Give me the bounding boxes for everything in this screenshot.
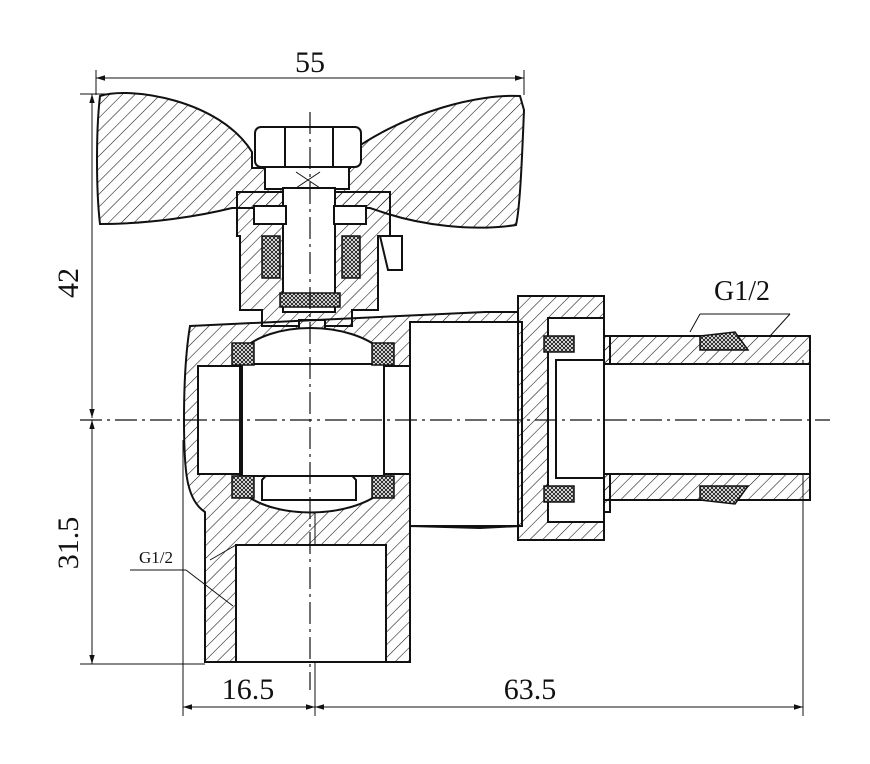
dimension-width-total: 55 [95,46,525,95]
dimension-height-bottom: 31.5 [52,420,205,665]
thread-label-outlet: G1/2 [689,276,791,337]
thread-text-outlet: G1/2 [714,276,770,307]
thread-text-inlet: G1/2 [139,548,173,567]
dim-label-height-top: 42 [52,268,85,298]
dimension-height-top: 42 [52,93,112,418]
valve-handle [96,92,526,229]
dim-label-offset-left: 16.5 [222,673,275,706]
dim-label-length-right: 63.5 [504,673,557,706]
valve-union [517,295,811,541]
dim-label-width-total: 55 [295,46,325,79]
thread-label-inlet: G1/2 [130,548,234,607]
dim-label-height-bottom: 31.5 [52,517,85,570]
valve-body [182,311,523,663]
